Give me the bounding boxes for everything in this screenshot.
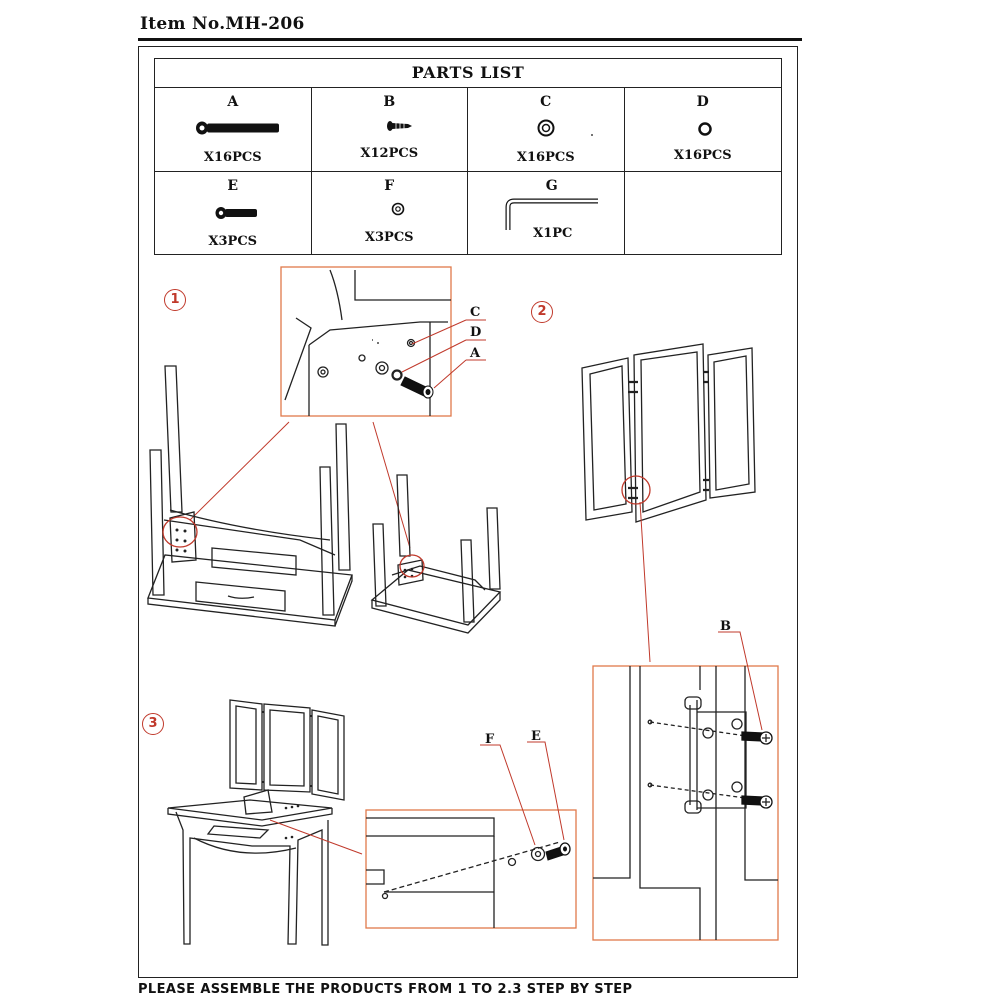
part-letter: F	[384, 178, 395, 194]
short-bolt-icon	[215, 207, 257, 219]
parts-list-title: PARTS LIST	[155, 59, 781, 88]
step1-table-large	[147, 365, 353, 627]
part-cell-e: E X3PCS	[155, 172, 312, 255]
callout-label-d: D	[470, 325, 482, 340]
part-qty: X16PCS	[203, 150, 262, 165]
header-rule	[138, 38, 802, 41]
part-cell-f: F X3PCS	[312, 172, 468, 255]
step1-detail-box	[280, 266, 452, 417]
parts-list-table: PARTS LIST A X16PCS B X12PCS	[154, 58, 782, 255]
flat-washer-icon	[537, 119, 593, 137]
callout-label-c: C	[470, 305, 481, 320]
part-qty: X3PCS	[364, 230, 414, 245]
part-letter: E	[227, 178, 239, 194]
small-washer-icon	[391, 202, 404, 216]
step2-hinge-detail	[592, 665, 779, 941]
part-cell-d: D X16PCS	[624, 88, 781, 172]
callout-label-e: E	[531, 729, 541, 744]
page-frame	[138, 46, 798, 978]
part-letter: G	[545, 178, 558, 194]
step-2-badge: 2	[531, 301, 553, 323]
lock-washer-icon	[697, 122, 712, 136]
part-cell-b: B X12PCS	[311, 88, 468, 172]
part-cell-c: C X16PCS	[468, 88, 625, 172]
part-letter: C	[540, 94, 552, 110]
part-qty: X12PCS	[360, 146, 419, 161]
assembly-instruction: PLEASE ASSEMBLE THE PRODUCTS FROM 1 TO 2…	[138, 982, 633, 997]
callout-label-a: A	[470, 346, 481, 361]
part-qty: X16PCS	[673, 148, 732, 163]
allen-key-icon	[505, 198, 598, 230]
long-bolt-icon	[196, 121, 279, 135]
part-qty: X16PCS	[516, 150, 575, 165]
callout-label-b: B	[720, 619, 731, 634]
step3-bolt-detail	[365, 809, 577, 929]
part-qty: X1PC	[533, 226, 573, 241]
wood-screw-icon	[386, 121, 412, 131]
part-letter: D	[696, 94, 709, 110]
part-cell-g: G X1PC	[468, 172, 625, 255]
part-cell-a: A X16PCS	[155, 88, 312, 172]
part-letter: A	[227, 94, 239, 110]
item-number: Item No.MH-206	[140, 14, 305, 34]
step3-vanity	[167, 699, 363, 946]
callout-label-f: F	[485, 732, 495, 747]
step-1-badge: 1	[164, 289, 186, 311]
part-qty: X3PCS	[208, 234, 258, 249]
step1-table-small	[370, 474, 502, 634]
step2-tri-fold-mirror	[581, 343, 756, 663]
step-3-badge: 3	[142, 713, 164, 735]
part-letter: B	[383, 94, 396, 110]
